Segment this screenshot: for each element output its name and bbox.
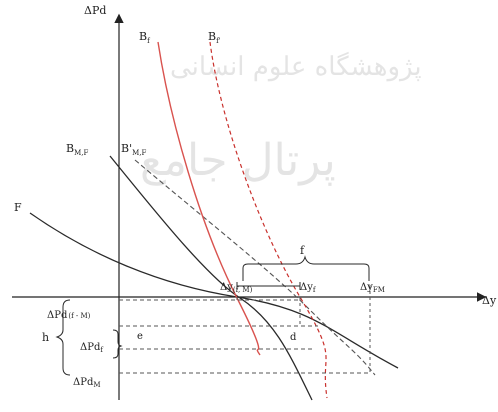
label-delta-y-fm: Δy(f, M) (220, 282, 253, 294)
label-b-mf: BM,F (66, 142, 88, 157)
label-e: e (137, 331, 143, 342)
label-delta-y-fm2: ΔyFM (360, 282, 385, 294)
label-dpd-fm: ΔPd(f - M) (47, 310, 91, 321)
curve-b-mf (109, 155, 313, 401)
label-bf: Bf (139, 30, 151, 45)
curve-b-prime-mf (134, 159, 376, 376)
brace-h (55, 299, 71, 376)
label-d: d (290, 332, 297, 343)
label-bf-prime: Bf' (208, 30, 221, 45)
y-axis-label: ΔPd (84, 4, 106, 17)
brace-top-label: f (300, 244, 305, 257)
brace-top (242, 255, 370, 281)
label-h: h (42, 331, 49, 344)
watermark-line-2: پرتال جامع (140, 135, 336, 186)
label-b-prime-mf: B'M,F (121, 142, 147, 157)
label-delta-y-f: Δyf (300, 282, 317, 294)
brace-e (112, 329, 123, 359)
curve-bf (157, 41, 261, 356)
label-dpd-f: ΔPdf (80, 342, 104, 354)
curve-bf-prime (209, 41, 328, 399)
label-dpd-m: ΔPdM (73, 377, 101, 389)
x-axis-label: Δy (482, 294, 497, 307)
watermark-line-1: پژوهشگاه علوم انسانی (170, 51, 422, 82)
label-f: F (14, 201, 22, 214)
